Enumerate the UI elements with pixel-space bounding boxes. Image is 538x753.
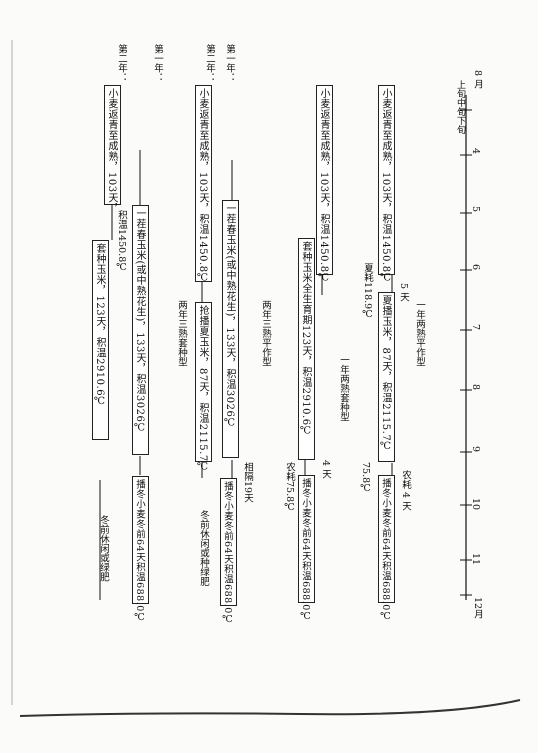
axis-month-9: 9 xyxy=(470,446,481,453)
box-winter-wheat-c: 播冬小麦冬前64天积温688.0℃ xyxy=(220,478,237,625)
note-wheat-f-extra: 积温1450.8℃ xyxy=(116,210,127,274)
box-summer-corn-a: 夏播玉米，87天，积温2115.7℃ xyxy=(378,292,395,462)
axis-month-5: 5 xyxy=(470,206,481,213)
box-wheat-a: 小麦返青至成熟，103天，积温1450.8℃ xyxy=(378,85,395,284)
row-label-year2-b: 第二年： xyxy=(116,44,127,82)
box-spring-corn-c: 一茬春玉米(或中熟花生)，133天，积温3026℃ xyxy=(222,200,239,458)
axis-month-6: 6 xyxy=(470,264,481,271)
box-summer-corn-d: 抢播夏玉米，87天，积温2115.7℃ xyxy=(195,302,212,473)
box-spring-corn-e: 一茬春玉米(或中熟花生)，133天，积温3026℃ xyxy=(132,205,149,455)
axis-month-8b: 8 xyxy=(470,384,481,391)
axis-month-10: 10 xyxy=(470,498,481,511)
axis-month-11: 11 xyxy=(470,553,481,566)
axis-month-12: 12月 xyxy=(472,597,483,619)
box-wheat-b: 小麦返青至成熟，103天，积温1450.8℃ xyxy=(316,85,333,284)
box-winter-wheat-a: 播冬小麦冬前64天积温688.0℃ xyxy=(378,475,395,622)
heading-one-year-two-crop: 一年两熟平作型 xyxy=(414,300,425,367)
box-interplant-corn-b: 套种玉米全生育期123天，积温2910.6℃ xyxy=(298,238,315,460)
axis-unit-label: 上旬中旬下旬 xyxy=(455,80,465,134)
axis-month-8: 8 月 xyxy=(472,70,483,89)
note-summer-consume: 夏耗118.9℃ xyxy=(362,263,373,321)
page-edge xyxy=(19,699,521,717)
note-75: 75.8℃ xyxy=(360,462,371,495)
note-interval-19: 相隔19天 xyxy=(242,462,253,503)
box-wheat-f: 小麦返青至成熟，103天， xyxy=(104,85,121,214)
note-agri-consume-4: 农耗 4 天 xyxy=(400,470,411,511)
box-wheat-d: 小麦返青至成熟，103天，积温1450.8℃ xyxy=(195,85,212,284)
note-5-days: 5 天 xyxy=(398,283,409,302)
row-label-year1-b: 第一年： xyxy=(152,44,163,82)
box-winter-wheat-b: 播冬小麦冬前64天积温688.0℃ xyxy=(298,475,315,622)
box-winter-wheat-e: 播冬小麦冬前64天积温688.0℃ xyxy=(132,476,149,623)
row-label-year1-a: 第一年： xyxy=(224,44,235,82)
note-agri-consume-b: 农耗75.8℃ xyxy=(284,462,295,514)
note-4-days: 4 天 xyxy=(320,460,331,479)
axis-month-4: 4 xyxy=(470,148,481,155)
heading-one-year-two-interplant: 一年两熟套种型 xyxy=(338,355,349,422)
axis-month-7: 7 xyxy=(470,324,481,331)
note-fallow-f: 冬前休闲或绿肥 xyxy=(98,515,109,582)
heading-two-year-three-flat: 两年三熟平作型 xyxy=(260,300,271,367)
box-interplant-corn-f: 套种玉米，123天，积温2910.6℃ xyxy=(92,240,109,440)
row-label-year2-a: 第二年： xyxy=(204,44,215,82)
note-fallow-d: 冬前休闲或种绿肥 xyxy=(198,510,209,586)
heading-two-year-three-interplant: 两年三熟套种型 xyxy=(176,300,187,367)
